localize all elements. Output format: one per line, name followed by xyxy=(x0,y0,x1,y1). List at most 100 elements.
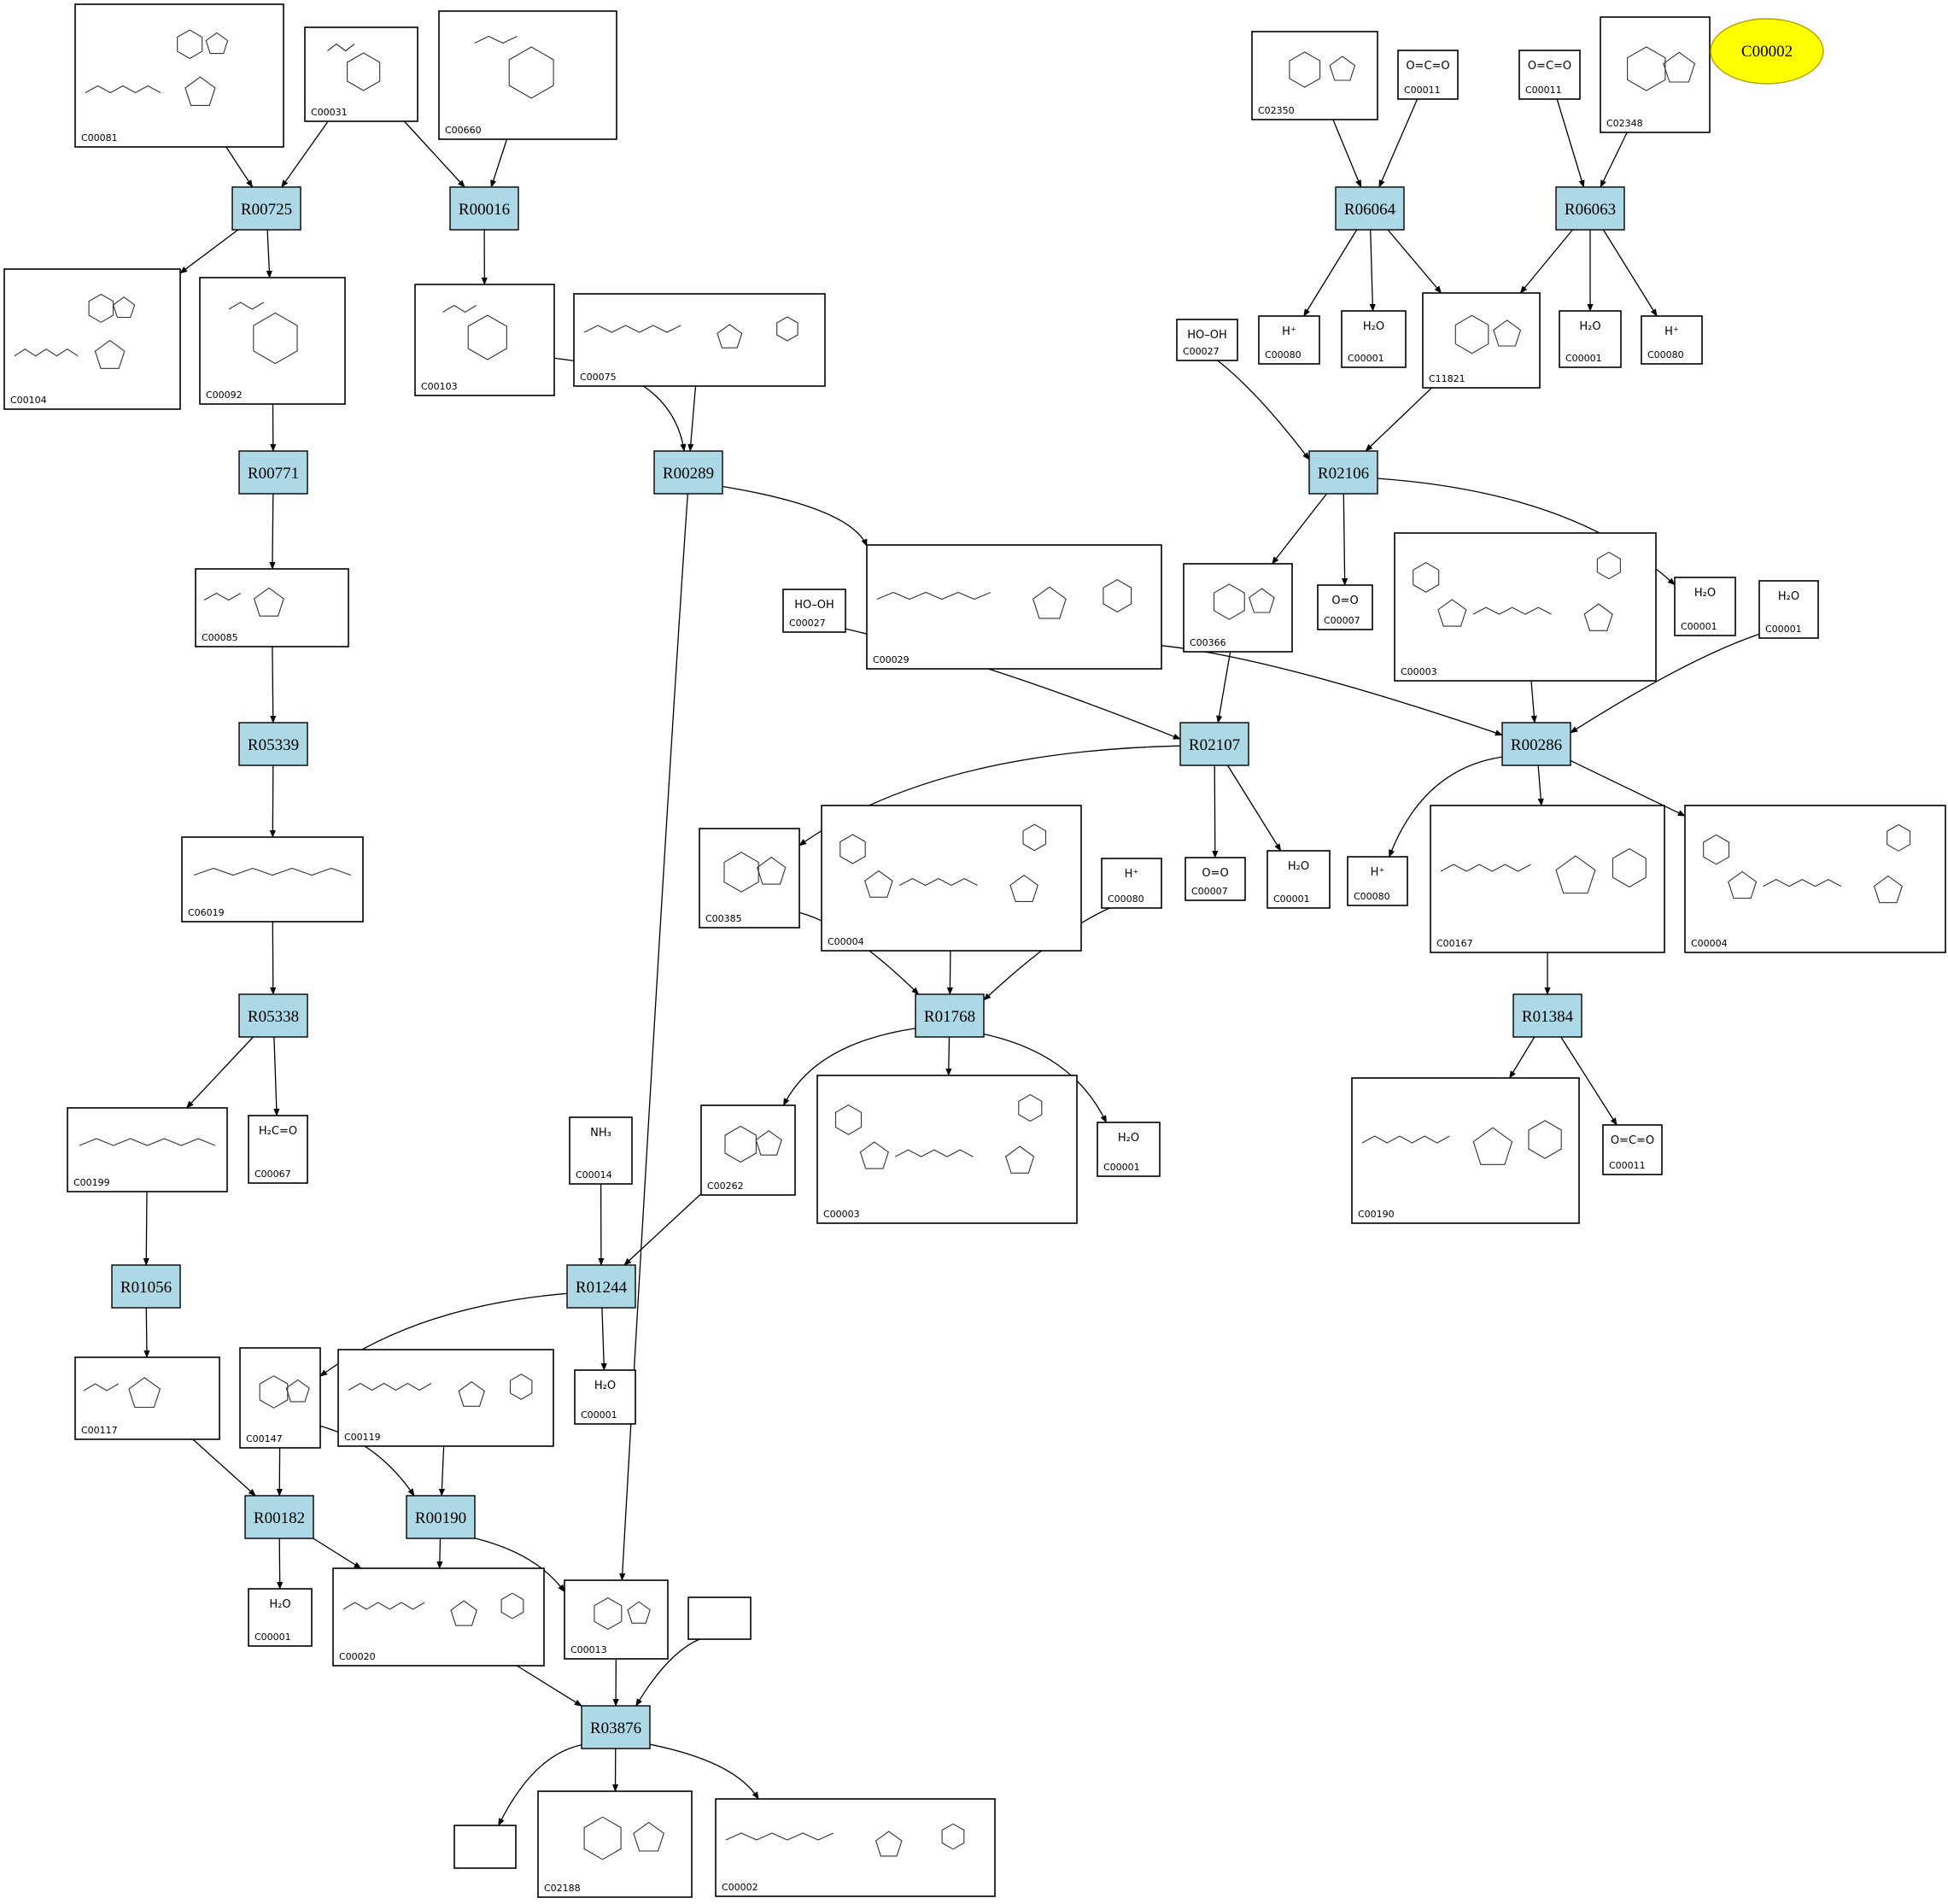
reaction-r05339[interactable]: R05339 xyxy=(238,722,308,766)
ring-bond xyxy=(467,314,507,360)
compound-c00020[interactable]: C00020 xyxy=(332,1567,545,1667)
empty-box-input[interactable] xyxy=(687,1596,752,1640)
reaction-r01384[interactable]: R01384 xyxy=(1512,993,1582,1038)
ring-bond xyxy=(509,1374,533,1400)
ring-bond xyxy=(627,1601,651,1624)
compound-id-label: C00004 xyxy=(828,936,864,947)
compound-c00003-r01768[interactable]: C00003 xyxy=(816,1075,1078,1224)
reaction-r02107[interactable]: R02107 xyxy=(1179,722,1249,766)
reaction-r01056[interactable]: R01056 xyxy=(111,1264,181,1309)
edge-c00081-to-r00725 xyxy=(225,146,254,188)
formula-label: H₂O xyxy=(269,1598,290,1611)
ring-bond xyxy=(500,1592,524,1620)
reaction-box xyxy=(566,1264,636,1309)
compound-c00660[interactable]: C00660 xyxy=(438,10,617,140)
compound-c00080-r06063[interactable]: H⁺C00080 xyxy=(1641,315,1703,365)
highlight-label: C00002 xyxy=(1741,43,1793,61)
compound-id-label: C00001 xyxy=(1273,893,1310,905)
reaction-r05338[interactable]: R05338 xyxy=(238,993,308,1038)
compound-c00104[interactable]: C00104 xyxy=(3,268,181,410)
compound-c00092[interactable]: C00092 xyxy=(199,277,346,405)
compound-c00385[interactable]: C00385 xyxy=(699,828,800,929)
ring-bond xyxy=(839,834,866,864)
reaction-r00771[interactable]: R00771 xyxy=(238,450,308,495)
compound-c02188[interactable]: C02188 xyxy=(537,1790,693,1898)
compound-c00003-r00286[interactable]: C00003 xyxy=(1394,532,1657,682)
compound-c00080-r00286[interactable]: H⁺C00080 xyxy=(1347,856,1408,906)
compound-c06019[interactable]: C06019 xyxy=(181,836,364,923)
empty-box-rect xyxy=(453,1825,517,1869)
formula-label: H₂O xyxy=(1694,587,1716,600)
reaction-r06064[interactable]: R06064 xyxy=(1335,186,1405,231)
compound-id-label: C00003 xyxy=(823,1209,860,1220)
compound-c00117[interactable]: C00117 xyxy=(74,1356,220,1440)
reaction-r00016[interactable]: R00016 xyxy=(449,186,519,231)
compound-c00081[interactable]: C00081 xyxy=(74,3,284,148)
compound-c00103[interactable]: C00103 xyxy=(414,284,555,396)
compound-c00262[interactable]: C00262 xyxy=(700,1104,796,1196)
ring-bond xyxy=(1627,46,1666,91)
reaction-r00289[interactable]: R00289 xyxy=(653,450,723,495)
compound-c00002-out[interactable]: C00002 xyxy=(715,1798,996,1897)
compound-box xyxy=(821,805,1082,952)
ring-bond xyxy=(205,32,229,55)
reaction-r01768[interactable]: R01768 xyxy=(915,993,985,1038)
compound-c00080-r06064[interactable]: H⁺C00080 xyxy=(1258,315,1320,365)
compound-c00004-r01768[interactable]: C00004 xyxy=(821,805,1082,952)
reaction-r00190[interactable]: R00190 xyxy=(406,1495,476,1539)
edge-c00004-r01768-to-r01768 xyxy=(946,950,953,995)
compound-c00190[interactable]: C00190 xyxy=(1351,1077,1580,1224)
compound-c00199[interactable]: C00199 xyxy=(67,1107,228,1192)
compound-c00085[interactable]: C00085 xyxy=(195,568,349,647)
compound-c00031[interactable]: C00031 xyxy=(304,26,418,122)
compound-c00147[interactable]: C00147 xyxy=(239,1347,321,1449)
reaction-r02106[interactable]: R02106 xyxy=(1308,450,1378,495)
ring-bond xyxy=(1018,1093,1043,1122)
compound-c00004-r00286[interactable]: C00004 xyxy=(1684,805,1946,953)
compound-id-label: C00660 xyxy=(445,125,482,136)
compound-c02348[interactable]: C02348 xyxy=(1600,16,1711,133)
compound-c00119[interactable]: C00119 xyxy=(337,1349,554,1447)
reaction-r00286[interactable]: R00286 xyxy=(1501,722,1571,766)
reaction-r00182[interactable]: R00182 xyxy=(244,1495,314,1539)
reaction-label: R05339 xyxy=(248,736,299,754)
edge-r00182-to-c00001-r00182 xyxy=(277,1538,284,1590)
reaction-label: R01244 xyxy=(576,1279,628,1297)
compound-c00013[interactable]: C00013 xyxy=(564,1579,669,1660)
edge-r06064-to-c11821 xyxy=(1387,229,1442,294)
compound-c00029[interactable]: C00029 xyxy=(866,544,1162,670)
empty-box-output[interactable] xyxy=(453,1825,517,1869)
chain-bond xyxy=(348,1382,432,1391)
reaction-r00725[interactable]: R00725 xyxy=(231,186,301,231)
compound-id-label: C00103 xyxy=(421,381,458,392)
compound-c11821[interactable]: C11821 xyxy=(1422,292,1541,389)
reaction-r01244[interactable]: R01244 xyxy=(566,1264,636,1309)
compound-c00080-r01768[interactable]: H⁺C00080 xyxy=(1101,858,1162,909)
highlighted-compound[interactable]: C00002 xyxy=(1710,18,1824,85)
reaction-r06063[interactable]: R06063 xyxy=(1555,186,1625,231)
edge-r05338-to-c00067 xyxy=(273,1036,280,1116)
compound-c00075[interactable]: C00075 xyxy=(573,293,826,387)
compound-c00167[interactable]: C00167 xyxy=(1430,805,1665,953)
compound-c00366[interactable]: C00366 xyxy=(1183,563,1293,653)
compound-c02350[interactable]: C02350 xyxy=(1251,31,1378,120)
reaction-r03876[interactable]: R03876 xyxy=(581,1705,651,1749)
